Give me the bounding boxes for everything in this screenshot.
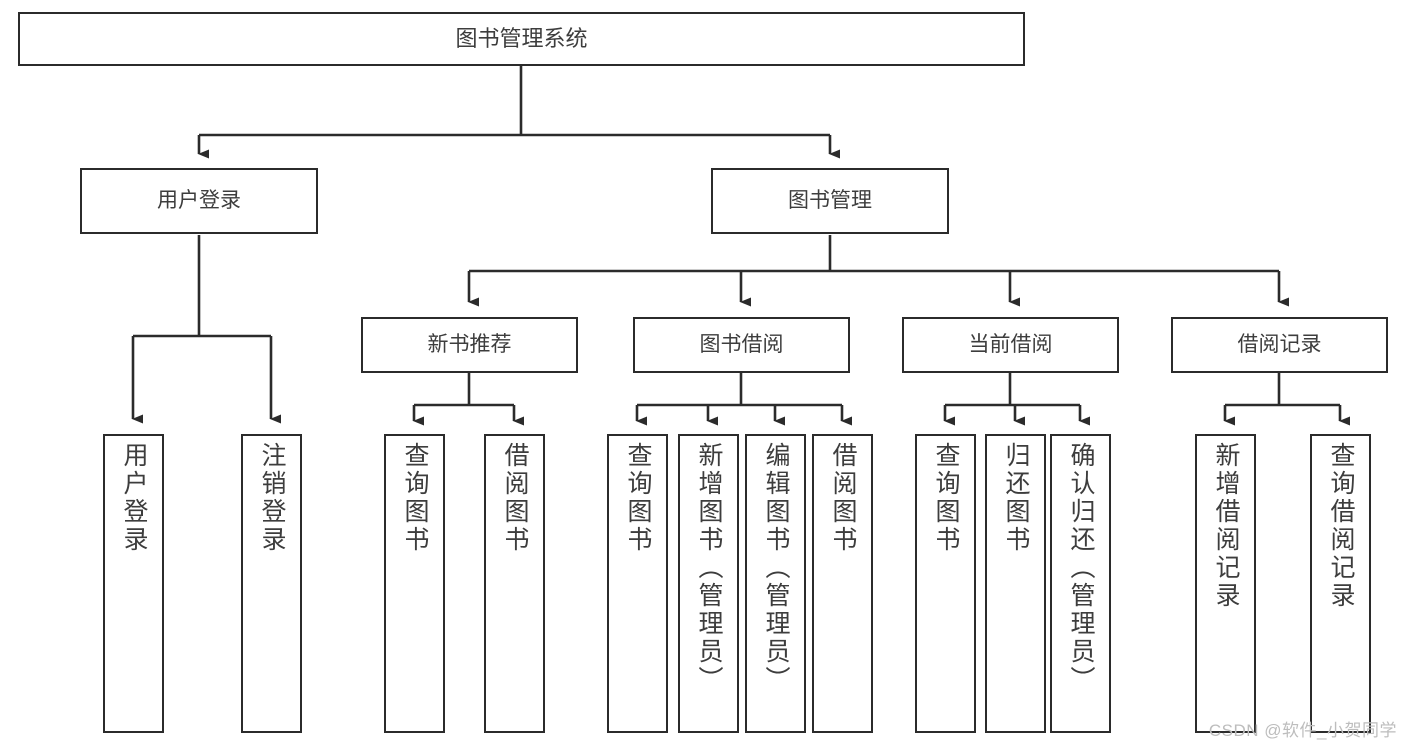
node-label: 归还图书: [1002, 442, 1030, 554]
leaf-borrow-book-recommend[interactable]: 借阅图书: [484, 434, 545, 733]
node-label: 图书借阅: [699, 332, 784, 356]
node-label: 确认归还（管理员）: [1067, 442, 1095, 694]
node-label: 新增图书（管理员）: [695, 442, 723, 694]
node-label: 查询图书: [401, 442, 429, 554]
node-label: 查询图书: [624, 442, 652, 554]
node-label: 新书推荐: [427, 332, 512, 356]
leaf-logout-login[interactable]: 注销登录: [241, 434, 302, 733]
node-label: 用户登录: [157, 188, 241, 212]
leaf-return-book[interactable]: 归还图书: [985, 434, 1046, 733]
node-current-borrow[interactable]: 当前借阅: [902, 317, 1119, 373]
node-book-management[interactable]: 图书管理: [711, 168, 949, 234]
node-label: 借阅图书: [501, 442, 529, 554]
node-label: 注销登录: [258, 442, 286, 554]
leaf-query-book-borrow[interactable]: 查询图书: [607, 434, 668, 733]
node-label: 用户登录: [120, 442, 148, 554]
node-label: 查询图书: [932, 442, 960, 554]
leaf-user-login[interactable]: 用户登录: [103, 434, 164, 733]
leaf-confirm-return[interactable]: 确认归还（管理员）: [1050, 434, 1111, 733]
node-label: 编辑图书（管理员）: [762, 442, 790, 694]
watermark: CSDN @软件_小贺同学: [1208, 721, 1397, 740]
node-borrow-record[interactable]: 借阅记录: [1171, 317, 1388, 373]
leaf-edit-book[interactable]: 编辑图书（管理员）: [745, 434, 806, 733]
node-label: 借阅记录: [1237, 332, 1322, 356]
leaf-add-book[interactable]: 新增图书（管理员）: [678, 434, 739, 733]
node-label: 当前借阅: [968, 332, 1053, 356]
node-label: 借阅图书: [829, 442, 857, 554]
leaf-query-book-current[interactable]: 查询图书: [915, 434, 976, 733]
node-new-book-recommend[interactable]: 新书推荐: [361, 317, 578, 373]
node-label: 图书管理: [788, 188, 872, 212]
node-label: 查询借阅记录: [1327, 442, 1355, 610]
node-root-system[interactable]: 图书管理系统: [18, 12, 1025, 66]
node-book-borrow[interactable]: 图书借阅: [633, 317, 850, 373]
node-label: 图书管理系统: [455, 26, 588, 52]
leaf-query-book-recommend[interactable]: 查询图书: [384, 434, 445, 733]
leaf-query-borrow-record[interactable]: 查询借阅记录: [1310, 434, 1371, 733]
node-user-login[interactable]: 用户登录: [80, 168, 318, 234]
leaf-borrow-book[interactable]: 借阅图书: [812, 434, 873, 733]
leaf-add-borrow-record[interactable]: 新增借阅记录: [1195, 434, 1256, 733]
node-label: 新增借阅记录: [1212, 442, 1240, 610]
